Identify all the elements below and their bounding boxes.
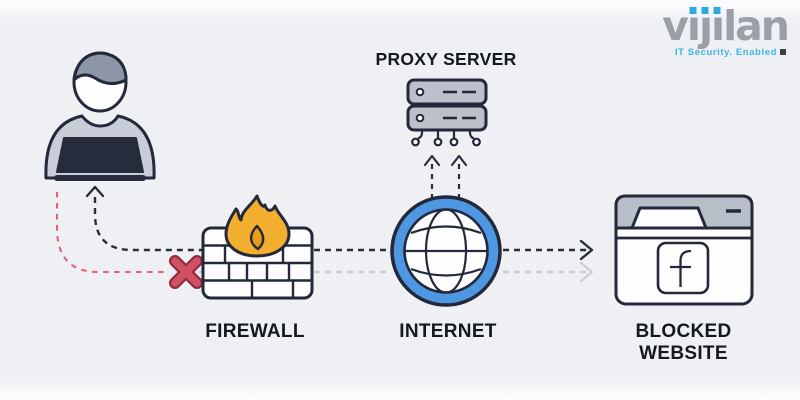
server-led-top (415, 87, 425, 97)
facebook-f-icon (670, 249, 692, 287)
brand-letter: l (723, 2, 737, 50)
laptop-base (54, 175, 146, 181)
globe-meridians (404, 208, 488, 294)
arrowhead-up-proxy-right-icon (450, 154, 468, 167)
flame-inner-detail (249, 224, 265, 251)
brand-square-icon (780, 49, 786, 55)
brand-letter: v (662, 2, 689, 50)
blocked-x-icon (169, 255, 203, 289)
brand-letter: ı (711, 2, 725, 50)
arrowhead-up-at-user-icon (85, 185, 105, 198)
brand-letter: ȷ (698, 2, 713, 50)
path-firewall-to-user (93, 197, 203, 252)
path-user-blocked-request (55, 192, 168, 274)
server-slot-dashes (443, 90, 476, 120)
blocked-website-label: BLOCKED WEBSITE (635, 321, 732, 364)
laptop-screen (56, 137, 144, 173)
firewall-label: FIREWALL (205, 321, 305, 342)
brand-letter: ı (686, 2, 701, 50)
browser-tab (630, 206, 708, 230)
proxy-server-label: PROXY SERVER (375, 49, 517, 69)
internet-globe-icon (390, 195, 502, 307)
arrowhead-right-gray-icon (579, 261, 594, 283)
server-pins (411, 130, 481, 147)
brand-letter: n (760, 2, 790, 50)
arrowhead-right-black-icon (579, 239, 594, 261)
brand-letter-dot-icon (701, 7, 709, 14)
brand-letter-dot-icon (713, 7, 721, 14)
server-led-bottom (415, 113, 425, 123)
person-hair (72, 51, 128, 85)
firewall-icon (201, 194, 314, 300)
brand-tagline: IT Security. Enabled (674, 47, 777, 58)
blocked-website-icon (614, 194, 754, 306)
arrowhead-up-proxy-left-icon (423, 154, 441, 167)
brand-letter-dot-icon (689, 7, 697, 14)
brand-tagline-row: IT Security. Enabled (628, 42, 788, 60)
proxy-server-icon (406, 78, 488, 147)
internet-label: INTERNET (399, 321, 497, 342)
user-person-icon (44, 51, 156, 181)
brand-letter: a (735, 2, 763, 50)
